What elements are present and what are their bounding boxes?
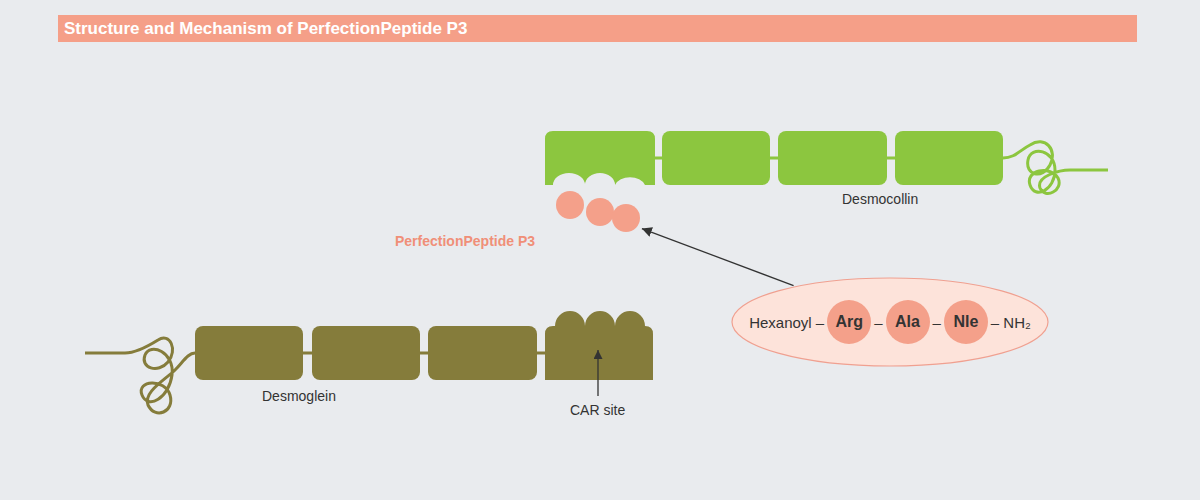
peptide-beads (556, 191, 640, 233)
node-text: PerfectionPeptide P3 (395, 233, 535, 249)
node-text: Hexanoyl – (749, 314, 824, 331)
residue-circle: Nle (944, 300, 988, 344)
node-text: – (874, 314, 882, 331)
node-text: – NH₂ (991, 314, 1031, 331)
formula-ellipse: Hexanoyl – – – – NH₂ Arg Ala Nle (731, 277, 1049, 367)
node-text: Ala (895, 313, 920, 331)
node-text: – (933, 314, 941, 331)
desmocollin-protein (545, 131, 1108, 193)
desmoglein-protein (85, 311, 653, 413)
node-text: Arg (835, 313, 863, 331)
pointer-arrow (642, 229, 794, 286)
protein-name: Desmoglein (262, 388, 336, 404)
title-band: Structure and Mechanism of PerfectionPep… (58, 15, 1137, 42)
protein-name: Desmocollin (842, 191, 918, 207)
site-label: CAR site (570, 402, 625, 418)
diagram-title: Structure and Mechanism of PerfectionPep… (64, 19, 467, 38)
car-site-pointer (597, 350, 598, 396)
residue-circle: Ala (886, 300, 930, 344)
residue-circle: Arg (827, 300, 871, 344)
peptide-chain: PerfectionPeptide P3 (556, 191, 640, 233)
node-text: Nle (953, 313, 978, 331)
